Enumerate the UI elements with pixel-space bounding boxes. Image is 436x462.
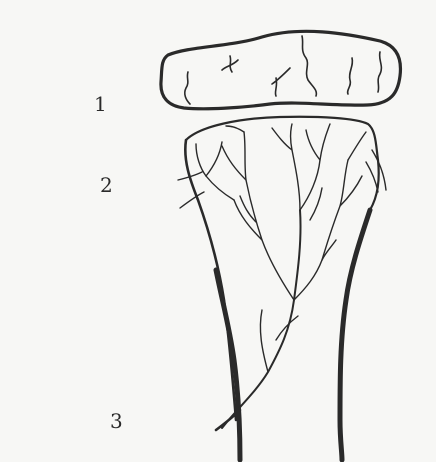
vessel-network (178, 124, 386, 430)
metaphyseal-vessel (366, 162, 378, 192)
vessel-branch (226, 126, 244, 132)
vessel-branch (206, 142, 222, 176)
label-2: 2 (100, 175, 113, 195)
vessel-branch (234, 200, 262, 240)
vessel-branch (322, 240, 336, 260)
label-1: 1 (94, 94, 107, 114)
shaft-right-wall (340, 210, 370, 460)
vessel-branch (300, 124, 330, 210)
epiphysis-vessel (348, 58, 353, 94)
shaft (185, 117, 378, 460)
vessel-branch (196, 144, 206, 176)
vessel-branch (206, 176, 234, 200)
epiphysis-vessel (272, 68, 290, 96)
vessel-branch (294, 160, 348, 300)
vessel-branch (260, 310, 268, 372)
label-3: 3 (110, 411, 123, 431)
vessel-branch (348, 132, 366, 160)
vessel-branch (240, 196, 256, 222)
epiphysis-vessel (222, 56, 238, 72)
epiphysis-vessel (185, 72, 190, 104)
epiphysis-vessel (378, 52, 381, 92)
vessel-branch (291, 124, 301, 210)
vessel-branch (222, 146, 246, 180)
vessel-branch (306, 130, 320, 160)
epiphysis-outline (161, 31, 401, 108)
shaft-left-wall (216, 270, 240, 460)
epiphysis-cap (161, 31, 401, 108)
vessel-branch (310, 188, 322, 220)
vessel-branch (272, 128, 292, 150)
epiphysis-vessel (302, 36, 316, 96)
